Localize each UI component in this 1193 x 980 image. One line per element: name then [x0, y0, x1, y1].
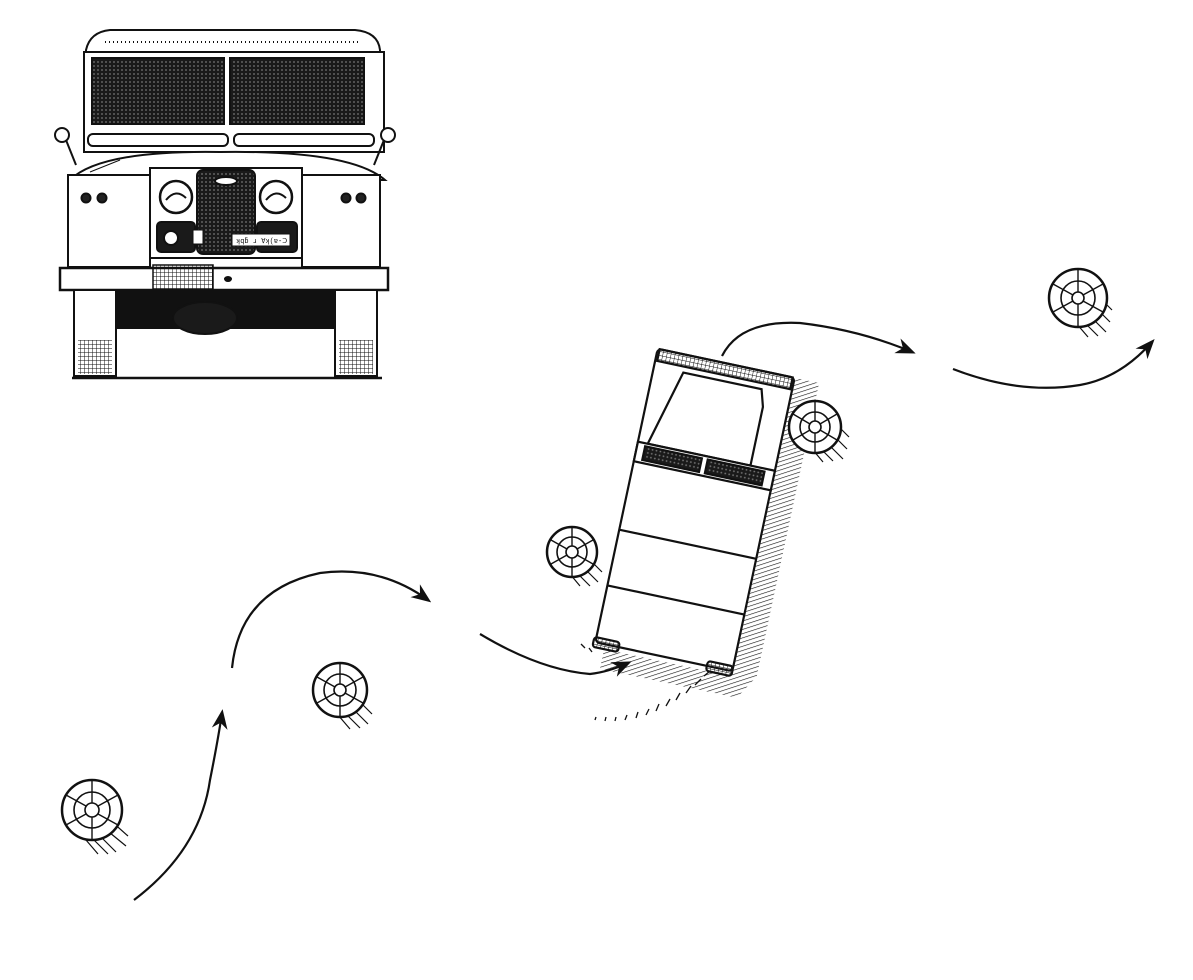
arrow-5	[952, 339, 1155, 389]
mirror-right-icon	[380, 127, 396, 143]
arrow-1	[133, 709, 228, 901]
stump-4	[787, 399, 850, 463]
stump-5	[1047, 267, 1113, 338]
headlight-left-icon	[158, 179, 194, 215]
headlight-right-icon	[258, 179, 294, 215]
stump-2	[311, 661, 373, 730]
stump-1	[60, 778, 129, 855]
license-plate	[231, 233, 291, 247]
stump-3	[545, 525, 603, 587]
tire-marks	[580, 643, 711, 722]
arrow-4	[721, 321, 916, 357]
stumps	[60, 267, 1113, 855]
front-vehicle: ʞqƃ ɹ ∀ʞ(ɐ-Ↄ	[54, 29, 396, 380]
mirror-left-icon	[54, 127, 70, 143]
windscreen-right	[229, 57, 365, 125]
top-vehicle	[591, 347, 820, 698]
windscreen-left	[91, 57, 225, 125]
arrow-2	[230, 570, 432, 669]
grille	[196, 169, 256, 255]
plate-text: ʞqƃ ɹ ∀ʞ(ɐ-Ↄ	[236, 237, 287, 246]
